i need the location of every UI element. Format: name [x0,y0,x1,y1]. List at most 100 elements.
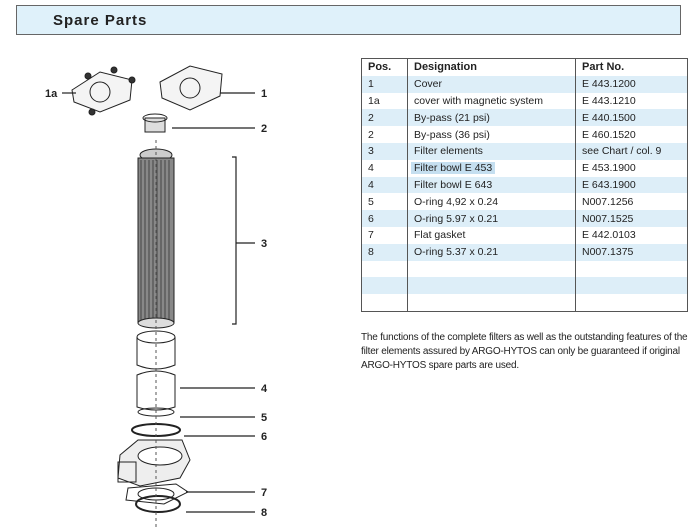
label-8: 8 [261,507,267,519]
table-row: 5 O-ring 4,92 x 0.24 N007.1256 [361,193,688,211]
col-designation: Designation [407,58,576,76]
cell-designation [407,260,576,278]
cell-text: N007.1525 [582,212,634,225]
cell-text: see Chart / col. 9 [582,145,662,158]
label-4: 4 [261,383,268,395]
cell-text: 1a [368,94,380,107]
filter-bowl-drawing [136,330,176,417]
cell-text: cover with magnetic system [414,94,543,107]
col-part-no: Part No. [575,58,688,76]
cell-text: 5 [368,195,374,208]
cell-pos: 2 [361,109,408,127]
cell-text: 4 [368,178,374,191]
cell-pos: 5 [361,193,408,211]
cell-text: N007.1375 [582,246,634,259]
cell-text: E 453.1900 [582,162,636,175]
cell-designation: Cover [407,75,576,93]
cell-text: E 460.1520 [582,128,636,141]
cell-text: O-ring 5.97 x 0.21 [414,212,499,225]
cell-text: E 643.1900 [582,178,636,191]
cell-pos: 2 [361,126,408,143]
cell-pos: 8 [361,243,408,261]
section-header: Spare Parts [16,5,681,35]
cell-part-no: N007.1375 [575,243,688,261]
leader-lines [62,92,255,513]
cell-text: Filter bowl E 643 [414,178,493,191]
cell-text: 1 [368,78,374,91]
cell-designation: By-pass (21 psi) [407,109,576,127]
cell-part-no [575,277,688,295]
table-row [361,260,688,278]
cell-part-no: E 442.0103 [575,226,688,244]
cell-text: 3 [368,145,374,158]
label-6: 6 [261,431,267,443]
cover-drawing [71,65,223,116]
cell-text: 7 [368,229,374,242]
table-row [361,277,688,295]
label-1: 1 [261,88,267,100]
bypass-drawing [142,113,168,133]
label-2: 2 [261,123,267,135]
col-pos: Pos. [361,58,408,76]
cell-part-no: E 453.1900 [575,159,688,177]
cell-text: Filter elements [414,145,483,158]
table-row: 7 Flat gasket E 442.0103 [361,226,688,244]
cell-part-no [575,260,688,278]
housing-drawing [117,439,191,505]
cell-text: 2 [368,128,374,141]
cell-text: Cover [414,78,443,91]
cell-part-no: see Chart / col. 9 [575,142,688,160]
cell-pos: 1 [361,75,408,93]
table-row: 8 O-ring 5.37 x 0.21 N007.1375 [361,243,688,261]
cell-part-no: E 443.1200 [575,75,688,93]
cell-pos: 3 [361,142,408,160]
table-row: 2 By-pass (21 psi) E 440.1500 [361,109,688,127]
cell-designation: By-pass (36 psi) [407,126,576,143]
cell-designation: cover with magnetic system [407,92,576,110]
cell-text: E 440.1500 [582,111,636,124]
table-header-row: Pos. Designation Part No. [361,58,688,76]
cell-part-no: N007.1256 [575,193,688,211]
table-row [361,294,688,312]
table-row: 4 Filter bowl E 643 E 643.1900 [361,176,688,194]
cell-designation [407,277,576,295]
cell-text: 8 [368,246,374,259]
section-title: Spare Parts [53,12,148,29]
table-row: 3 Filter elements see Chart / col. 9 [361,142,688,160]
table-row: 1 Cover E 443.1200 [361,75,688,93]
cell-text: 6 [368,212,374,225]
label-1a: 1a [45,88,58,100]
cell-designation: O-ring 5.37 x 0.21 [407,243,576,261]
cell-designation: Flat gasket [407,226,576,244]
cell-pos: 4 [361,159,408,177]
cell-text: O-ring 5.37 x 0.21 [414,246,499,259]
cell-part-no: E 440.1500 [575,109,688,127]
cell-text: By-pass (21 psi) [414,111,490,124]
cell-designation [407,294,576,312]
cell-text: 4 [368,162,374,175]
cell-text: By-pass (36 psi) [414,128,490,141]
cell-designation: Filter bowl E 643 [407,176,576,194]
cell-pos [361,294,408,312]
cell-text: E 443.1210 [582,94,636,107]
cell-text: Filter bowl E 453 [411,162,496,175]
cell-pos [361,277,408,295]
table-row: 6 O-ring 5.97 x 0.21 N007.1525 [361,210,688,227]
cell-part-no: E 460.1520 [575,126,688,143]
cell-text: Flat gasket [414,229,466,242]
cell-part-no [575,294,688,312]
cell-text: O-ring 4,92 x 0.24 [414,195,499,208]
table-row: 2 By-pass (36 psi) E 460.1520 [361,126,688,143]
cell-part-no: N007.1525 [575,210,688,227]
cell-text: E 442.0103 [582,229,636,242]
cell-designation: Filter bowl E 453 [407,159,576,177]
cell-text: E 443.1200 [582,78,636,91]
cell-pos: 6 [361,210,408,227]
cell-designation: O-ring 4,92 x 0.24 [407,193,576,211]
label-3: 3 [261,238,267,250]
spare-parts-table: Pos. Designation Part No. 1 Cover E 443.12… [361,58,688,312]
table-row: 1a cover with magnetic system E 443.1210 [361,92,688,110]
cell-pos [361,260,408,278]
cell-text: N007.1256 [582,195,634,208]
cell-pos: 4 [361,176,408,194]
